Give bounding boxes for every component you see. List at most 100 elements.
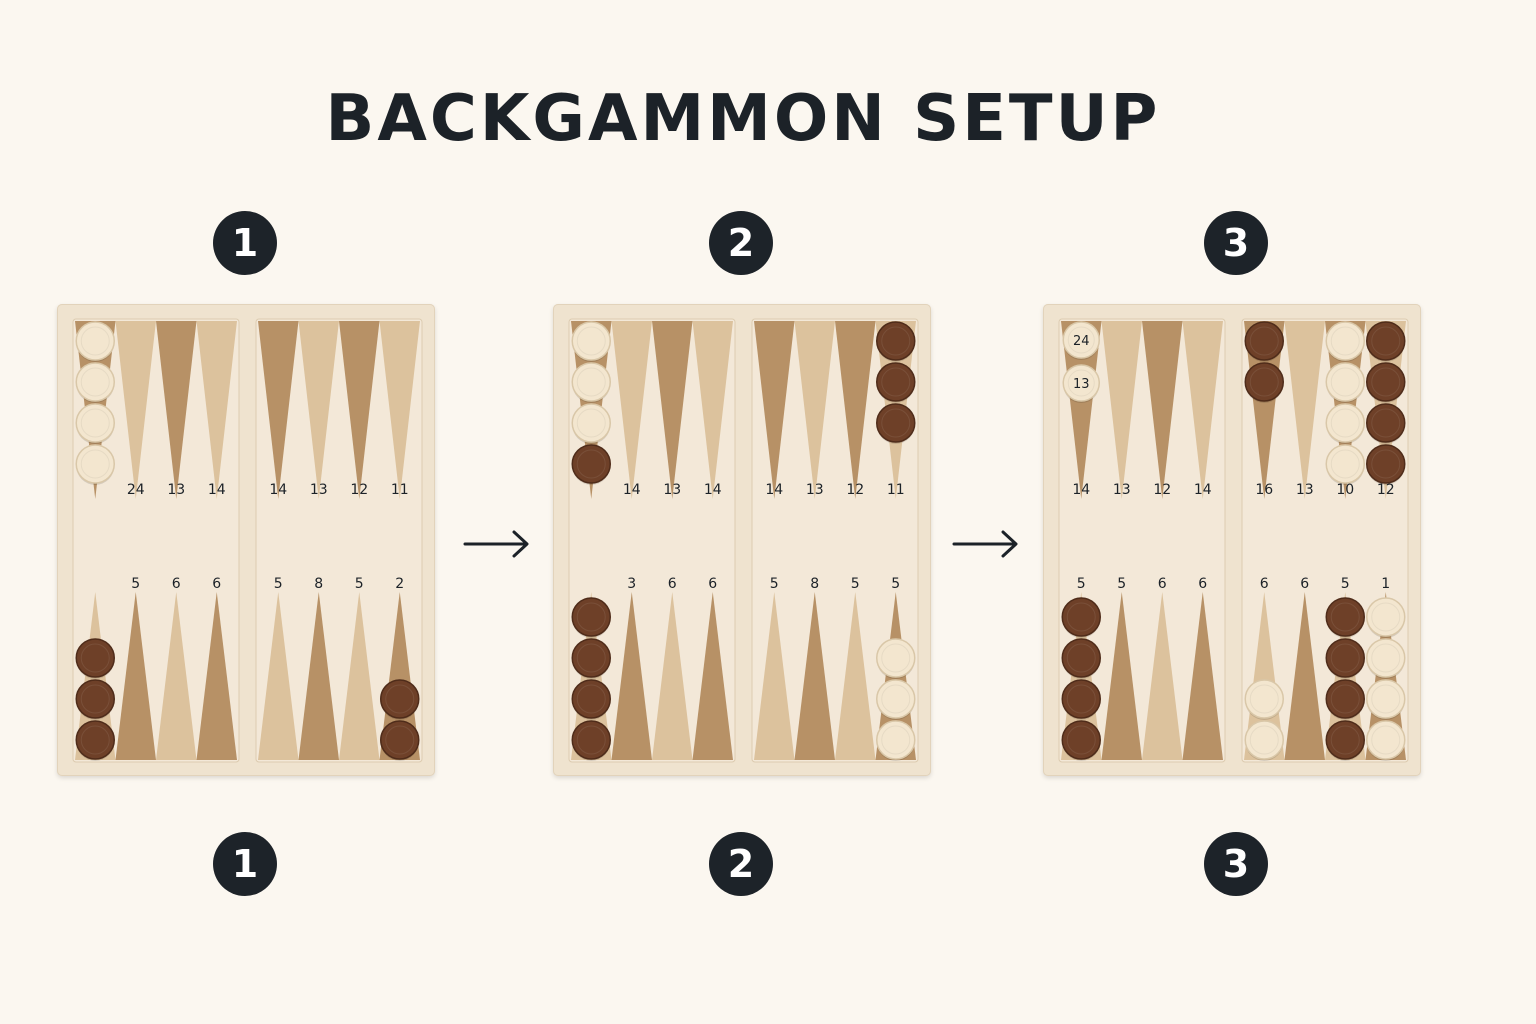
checker-rim <box>881 684 911 714</box>
checker-rim <box>1371 643 1401 673</box>
board-point-top <box>652 321 693 499</box>
checker-rim <box>1371 684 1401 714</box>
checker-rim <box>1249 684 1279 714</box>
board-point-bottom <box>1244 592 1285 760</box>
checker-rim <box>1371 326 1401 356</box>
checker-light <box>1366 597 1406 637</box>
point-label-bottom: 6 <box>668 576 677 592</box>
board-half-panel <box>72 318 240 763</box>
checker-dark <box>571 679 611 719</box>
board-point-bottom <box>652 592 693 760</box>
board-point-top <box>1182 321 1223 499</box>
checker-dark <box>1366 321 1406 361</box>
point-label-top: 10 <box>1336 482 1354 498</box>
point-label-top: 14 <box>765 482 783 498</box>
point-label-bottom: 2 <box>395 576 404 592</box>
point-label-top: 13 <box>663 482 681 498</box>
checker-dark <box>1061 679 1101 719</box>
point-label-top: 13 <box>167 482 185 498</box>
board-point-bottom <box>611 592 652 760</box>
checker-light <box>1366 679 1406 719</box>
checker-dark <box>1325 638 1365 678</box>
point-label-top: 16 <box>1255 482 1273 498</box>
board-point-bottom <box>1101 592 1142 760</box>
point-label-top: 14 <box>269 482 287 498</box>
checker-rim <box>80 326 110 356</box>
checker-rim <box>1371 449 1401 479</box>
checker-light <box>1062 364 1100 402</box>
point-label-bottom: 8 <box>314 576 323 592</box>
checker-light <box>571 403 611 443</box>
checker-light <box>75 444 115 484</box>
checker-dark <box>75 720 115 760</box>
point-label-bottom: 1 <box>1381 576 1390 592</box>
point-label-bottom: 5 <box>274 576 283 592</box>
checker-light <box>75 321 115 361</box>
checker-rim <box>576 643 606 673</box>
checker-rim <box>1066 643 1096 673</box>
checker-rim <box>881 643 911 673</box>
page-title: BACKGAMMON SETUP <box>325 82 1161 156</box>
checker-light <box>1325 362 1365 402</box>
checker-light <box>876 720 916 760</box>
board-point-bottom <box>379 592 420 760</box>
point-label-top: 24 <box>127 482 145 498</box>
board-point-top <box>692 321 733 499</box>
board-point-bottom <box>835 592 876 760</box>
step-badge-top-2: 2 <box>709 211 773 275</box>
board-point-bottom <box>692 592 733 760</box>
board-point-bottom <box>115 592 156 760</box>
checker-rim <box>576 367 606 397</box>
board-point-top <box>1142 321 1183 499</box>
board-point-bottom <box>156 592 197 760</box>
checker-rim <box>1371 367 1401 397</box>
checker-dark <box>571 638 611 678</box>
checker-rim <box>1330 449 1360 479</box>
point-label-bottom: 8 <box>810 576 819 592</box>
checker-dark <box>1244 321 1284 361</box>
checker-light <box>1244 720 1284 760</box>
checker-light <box>571 321 611 361</box>
arrow-right-icon <box>952 530 1018 558</box>
point-label-top: 14 <box>1194 482 1212 498</box>
board-point-top <box>835 321 876 499</box>
checker-rim <box>1371 408 1401 438</box>
board-point-top <box>1061 321 1102 499</box>
point-label-top: 12 <box>1153 482 1171 498</box>
checker-light <box>876 679 916 719</box>
board-point-top <box>379 321 420 499</box>
checker-rim <box>1330 684 1360 714</box>
checker-rim <box>80 449 110 479</box>
checker-label: 13 <box>1073 377 1090 392</box>
point-label-bottom: 5 <box>355 576 364 592</box>
point-label-bottom: 6 <box>708 576 717 592</box>
point-label-bottom: 6 <box>212 576 221 592</box>
point-label-bottom: 5 <box>1117 576 1126 592</box>
checker-dark <box>1061 597 1101 637</box>
point-label-bottom: 5 <box>770 576 779 592</box>
point-label-bottom: 5 <box>891 576 900 592</box>
checker-dark <box>380 720 420 760</box>
point-label-top: 13 <box>310 482 328 498</box>
point-label-top: 13 <box>1296 482 1314 498</box>
point-label-top: 14 <box>208 482 226 498</box>
point-label-top: 13 <box>806 482 824 498</box>
checker-dark <box>1325 597 1365 637</box>
board-half-panel <box>568 318 736 763</box>
checker-dark <box>571 720 611 760</box>
checker-dark <box>876 362 916 402</box>
checker-dark <box>1366 362 1406 402</box>
checker-rim <box>576 684 606 714</box>
checker-rim <box>80 684 110 714</box>
board-point-bottom <box>196 592 237 760</box>
board-half-panel <box>751 318 919 763</box>
point-label-bottom: 5 <box>1341 576 1350 592</box>
checker-light <box>876 638 916 678</box>
board-point-top <box>298 321 339 499</box>
checker-light <box>1062 321 1100 359</box>
checker-dark <box>1061 720 1101 760</box>
